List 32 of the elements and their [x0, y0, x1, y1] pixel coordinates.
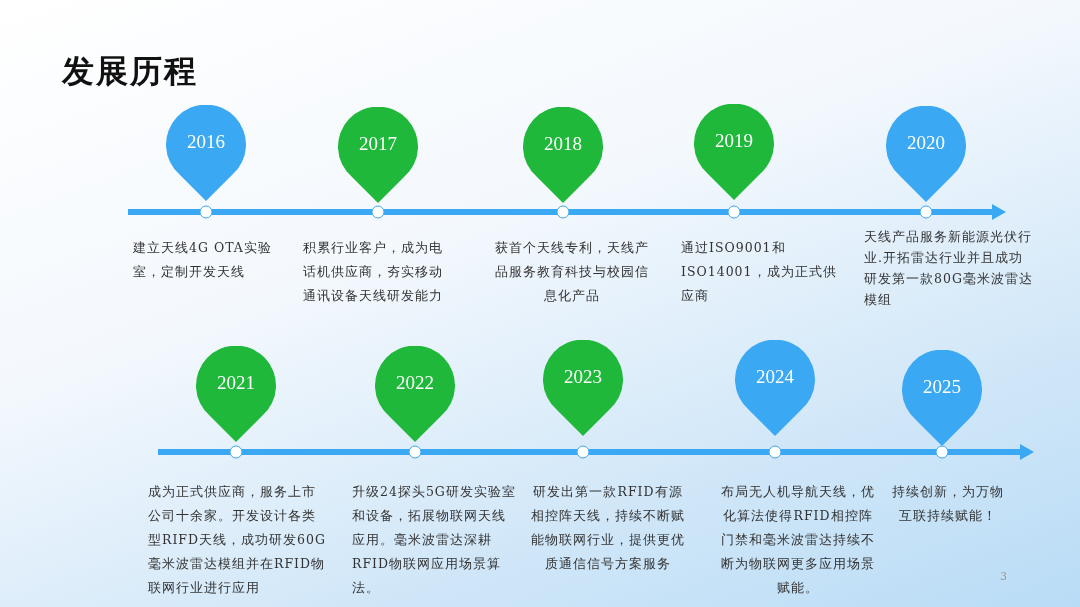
milestone-description: 天线产品服务新能源光伏行业.开拓雷达行业并且成功研发第一款80G毫米波雷达模组: [864, 228, 1034, 309]
location-pin: [196, 346, 276, 442]
location-pin: [735, 340, 815, 436]
milestone-description: 升级24探头5G研发实验室和设备，拓展物联网天线应用。毫米波雷达深耕RFID物联网应用场景算法。: [352, 483, 517, 597]
year-label: 2018: [543, 133, 583, 155]
location-pin: [543, 340, 623, 436]
year-label: 2022: [395, 372, 435, 394]
milestone-description: 积累行业客户，成为电话机供应商，夯实移动通讯设备天线研发能力: [303, 239, 444, 305]
year-label: 2020: [906, 132, 946, 154]
location-pin: [694, 104, 774, 200]
milestone-description: 持续创新，为万物互联持续赋能！: [891, 483, 1005, 525]
year-label: 2025: [922, 376, 962, 398]
location-pin: [902, 350, 982, 446]
location-pin: [338, 107, 418, 203]
location-pin: [375, 346, 455, 442]
milestone-description: 布局无人机导航天线，优化算法使得RFID相控阵门禁和毫米波雷达持续不断为物联网更多应用场景赋能。: [720, 483, 876, 597]
year-label: 2019: [714, 130, 754, 152]
page-title: 发展历程: [62, 51, 198, 92]
location-pin: [886, 106, 966, 202]
year-label: 2017: [358, 133, 398, 155]
milestone-description: 建立天线4G OTA实验室，定制开发天线: [133, 239, 273, 281]
page-number: 3: [1000, 570, 1007, 583]
location-pin: [523, 107, 603, 203]
year-label: 2021: [216, 372, 256, 394]
milestone-description: 获首个天线专利，天线产品服务教育科技与校园信息化产品: [494, 239, 650, 305]
year-label: 2016: [186, 131, 226, 153]
location-pin: [166, 105, 246, 201]
milestone-description: 通过ISO9001和ISO14001，成为正式供应商: [681, 239, 838, 305]
year-label: 2023: [563, 366, 603, 388]
year-label: 2024: [755, 366, 795, 388]
milestone-description: 成为正式供应商，服务上市公司十余家。开发设计各类型RIFD天线，成功研发60G毫米波雷达模组并在RFID物联网行业进行应用: [148, 483, 327, 597]
milestone-description: 研发出第一款RFID有源相控阵天线，持续不断赋能物联网行业，提供更优质通信信号方案服务: [530, 483, 686, 573]
